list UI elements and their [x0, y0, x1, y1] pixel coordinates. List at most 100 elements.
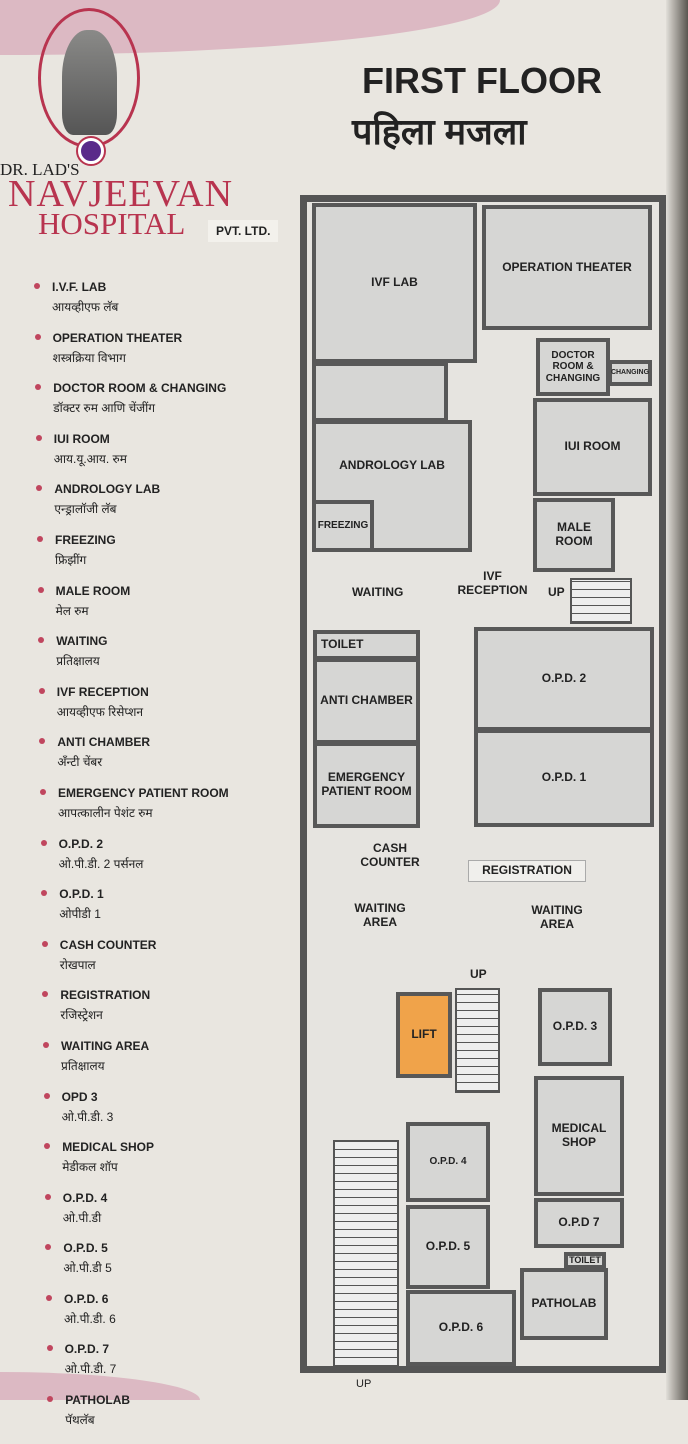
legend-item: WAITING प्रतिक्षालय — [34, 634, 290, 685]
bullet-icon — [46, 1345, 53, 1352]
logo-dot-icon — [78, 138, 104, 164]
legend-label-en: PATHOLAB — [65, 1393, 131, 1408]
legend-item: O.P.D. 2 ओ.पी.डी. 2 पर्सनल — [37, 837, 290, 888]
legend-label-en: O.P.D. 1 — [59, 887, 104, 902]
legend-label-en: O.P.D. 2 — [58, 836, 104, 851]
label-waiting-area-left: WAITING AREA — [354, 901, 406, 929]
stairs-entrance — [333, 1140, 399, 1368]
stairs-main — [455, 988, 500, 1093]
room-medical-shop: MEDICAL SHOP — [534, 1076, 624, 1196]
room-doctor: DOCTOR ROOM & CHANGING — [536, 338, 610, 396]
legend-item: WAITING AREA प्रतिक्षालय — [39, 1039, 290, 1090]
legend-label-mr: आयव्हीएफ रिसेप्शन — [56, 704, 144, 719]
legend-label-mr: ओपीडी 1 — [59, 907, 101, 922]
legend-label-en: FREEZING — [55, 532, 116, 547]
bullet-icon — [37, 586, 44, 593]
legend-item: PATHOLAB पॅथलॅब — [43, 1393, 290, 1444]
room-corridor-store — [312, 362, 448, 422]
bullet-icon — [44, 1143, 51, 1150]
logo-suffix: PVT. LTD. — [208, 220, 279, 242]
legend-label-en: O.P.D. 5 — [63, 1241, 108, 1256]
room-opd-7: O.P.D 7 — [534, 1198, 624, 1248]
label-up: UP — [548, 585, 565, 599]
room-lift: LIFT — [396, 992, 452, 1078]
legend-label-en: I.V.F. LAB — [52, 280, 107, 294]
legend-label-en: OPERATION THEATER — [52, 330, 183, 345]
legend-label-mr: ओ.पी.डी. 7 — [64, 1362, 117, 1377]
bullet-icon — [38, 687, 45, 694]
legend-label-mr: ओ.पी.डी. 3 — [61, 1109, 114, 1124]
legend-label-mr: फ्रिझींग — [55, 552, 87, 567]
legend-label-en: MALE ROOM — [55, 583, 131, 598]
legend-label-en: REGISTRATION — [60, 988, 151, 1003]
logo-figure-icon — [62, 30, 117, 135]
legend-item: MEDICAL SHOP मेडीकल शॉप — [40, 1140, 290, 1191]
room-opd-6: O.P.D. 6 — [406, 1290, 516, 1366]
label-ivf-reception: IVF RECEPTION — [457, 569, 528, 597]
legend-label-mr: ओ.पी.डी. 6 — [64, 1311, 116, 1326]
bullet-icon — [47, 1396, 54, 1403]
room-opd-1: O.P.D. 1 — [474, 729, 654, 827]
legend-label-en: O.P.D. 4 — [62, 1190, 108, 1205]
legend-label-mr: आपत्कालीन पेशंट रुम — [58, 805, 153, 820]
bullet-icon — [35, 384, 42, 391]
legend-item: O.P.D. 4 ओ.पी.डी — [41, 1191, 290, 1242]
legend-label-en: EMERGENCY PATIENT ROOM — [58, 785, 229, 800]
stairs-upper — [570, 578, 632, 624]
legend-item: IVF RECEPTION आयव्हीएफ रिसेप्शन — [35, 685, 290, 736]
legend-label-mr: रोखपाल — [59, 957, 96, 972]
legend-label-en: IVF RECEPTION — [56, 684, 149, 699]
legend-label-en: WAITING AREA — [61, 1038, 150, 1053]
bullet-icon — [41, 890, 48, 897]
legend-label-mr: डॉक्टर रुम आणि चेंजींग — [53, 401, 156, 416]
legend-label-mr: ओ.पी.डी. 2 पर्सनल — [58, 856, 144, 871]
legend-label-mr: प्रतिक्षालय — [61, 1058, 105, 1073]
legend-label-mr: प्रतिक्षालय — [56, 654, 100, 669]
legend-label-mr: आय.यू.आय. रुम — [53, 451, 127, 466]
legend-item: EMERGENCY PATIENT ROOM आपत्कालीन पेशंट रु… — [36, 786, 290, 837]
bullet-icon — [43, 1092, 50, 1099]
legend-label-mr: आयव्हीएफ लॅब — [52, 300, 119, 314]
legend-label-mr: एन्ड्रालॉजी लॅब — [54, 502, 117, 517]
bullet-icon — [34, 333, 41, 340]
legend-label-en: WAITING — [56, 634, 108, 649]
bullet-icon — [45, 1244, 52, 1251]
room-freezing: FREEZING — [312, 500, 374, 552]
bullet-icon — [40, 788, 46, 795]
room-toilet: TOILET — [313, 630, 420, 660]
room-opd-5: O.P.D. 5 — [406, 1205, 490, 1289]
room-emergency: EMERGENCY PATIENT ROOM — [313, 742, 420, 828]
room-opd-2: O.P.D. 2 — [474, 627, 654, 731]
floor-title-marathi: पहिला मजला — [352, 111, 527, 152]
legend-item: REGISTRATION रजिस्ट्रेशन — [38, 988, 290, 1039]
bullet-icon — [39, 738, 46, 745]
label-up-main: UP — [470, 967, 487, 981]
legend-label-en: MEDICAL SHOP — [62, 1140, 154, 1155]
bullet-icon — [35, 434, 42, 441]
legend-label-en: ANDROLOGY LAB — [54, 482, 161, 497]
legend-label-en: DOCTOR ROOM & CHANGING — [53, 381, 227, 396]
legend-item: ANDROLOGY LAB एन्ड्रालॉजी लॅब — [32, 482, 290, 533]
room-opd-4: O.P.D. 4 — [406, 1122, 490, 1202]
legend-item: O.P.D. 1 ओपीडी 1 — [37, 887, 290, 938]
label-cash-counter: CASH COUNTER — [360, 841, 420, 869]
legend-label-mr: ओ.पी.डी — [62, 1210, 102, 1225]
bullet-icon — [41, 940, 48, 947]
room-toilet-2: TOILET — [564, 1252, 606, 1269]
label-waiting-area-right: WAITING AREA — [531, 903, 583, 931]
legend-label-mr: रजिस्ट्रेशन — [60, 1008, 103, 1023]
legend-label-mr: पॅथलॅब — [65, 1413, 95, 1428]
bullet-icon — [37, 535, 43, 542]
legend-label-mr: मेडीकल शॉप — [62, 1160, 118, 1175]
legend-label-mr: अँन्टी चेंबर — [57, 755, 103, 770]
bullet-icon — [42, 991, 49, 998]
bullet-icon — [43, 1041, 49, 1048]
